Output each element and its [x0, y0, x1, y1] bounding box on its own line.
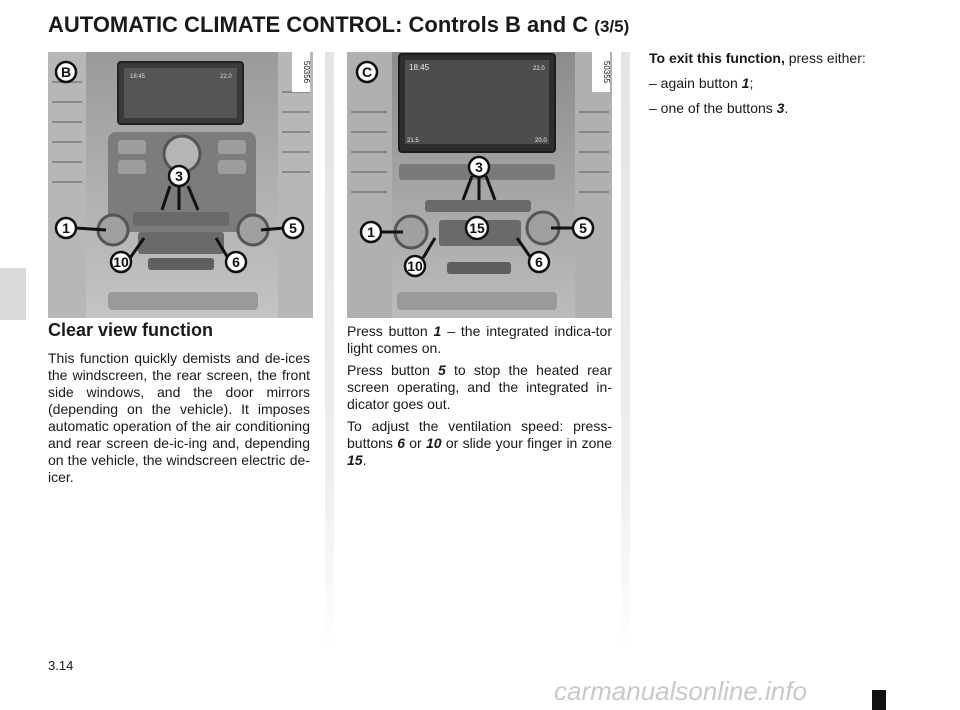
callout-3: 3 — [475, 159, 483, 175]
watermark: carmanualsonline.info — [554, 676, 807, 706]
title-text: AUTOMATIC CLIMATE CONTROL: Controls B an… — [48, 12, 589, 37]
exit-lead-bold: To exit this function, — [649, 50, 785, 66]
ref-box — [292, 52, 310, 92]
screen-temp-left: 21.5 — [407, 138, 419, 144]
callout-5: 5 — [289, 220, 297, 236]
right-vent — [278, 52, 313, 318]
bottom-switches — [397, 292, 557, 310]
left-vent — [48, 52, 86, 318]
callout-10: 10 — [407, 258, 423, 274]
p1-text-b: – the integrated indica-tor light comes … — [347, 323, 612, 356]
mid-paragraph-3: To adjust the ventilation speed: press-b… — [347, 418, 612, 469]
p2-button-ref: 5 — [438, 362, 446, 378]
figure-b-illustration: 18:45 22.0 1 3 5 10 6 B 50356 — [48, 52, 313, 318]
exit-item-1-end: ; — [749, 75, 754, 91]
climate-button-row — [133, 212, 229, 226]
column-divider-2 — [621, 52, 630, 652]
p1-text-a: Press button — [347, 323, 434, 339]
callout-circles — [359, 155, 595, 278]
mid-paragraph-2: Press button 5 to stop the heated rear s… — [347, 362, 612, 413]
climate-button-row — [425, 200, 531, 212]
callout-1: 1 — [62, 220, 70, 236]
p3-text-a: To adjust the ventilation speed: press-b… — [347, 418, 612, 451]
p3-button-ref-10: 10 — [426, 435, 442, 451]
title-part: (3/5) — [594, 17, 630, 36]
panel-buttons — [118, 140, 246, 174]
callout-3: 3 — [175, 168, 183, 184]
clear-view-paragraph: This function quickly demists and de-ice… — [48, 350, 310, 485]
left-vent-slats — [351, 111, 387, 193]
p2-text-b: to stop the heated rear screen operating… — [347, 362, 612, 412]
exit-lead: To exit this function, press either: — [649, 50, 911, 67]
callout-1: 1 — [367, 224, 375, 240]
exit-item-2: – one of the buttons 3. — [649, 100, 911, 117]
ref-box — [592, 52, 610, 92]
p3-zone-ref-15: 15 — [347, 452, 363, 468]
screen-display — [405, 60, 549, 144]
callout-6: 6 — [535, 254, 543, 270]
p1-button-ref: 1 — [433, 323, 442, 339]
exit-item-1-text: – again button — [649, 75, 742, 91]
callout-5: 5 — [579, 220, 587, 236]
screen-time: 18:45 — [130, 74, 146, 80]
column-divider-1 — [325, 52, 334, 652]
exit-item-1: – again button 1; — [649, 75, 911, 92]
exit-item-2-end: . — [784, 100, 789, 116]
exit-item-1-ref: 1 — [741, 75, 750, 91]
figure-letter-circle — [54, 60, 78, 84]
figure-letter: B — [61, 64, 71, 80]
p3-text-b: or — [405, 435, 426, 451]
lower-slot — [447, 262, 511, 274]
screen-display — [124, 68, 237, 118]
p2-text-a: Press button — [347, 362, 439, 378]
screen-time: 18:45 — [409, 63, 430, 72]
exit-lead-rest: press either: — [784, 50, 866, 66]
page-title: AUTOMATIC CLIMATE CONTROL: Controls B an… — [48, 12, 629, 38]
left-vent — [347, 52, 392, 318]
p3-button-ref-6: 6 — [397, 435, 405, 451]
figure-ref: 50356 — [302, 61, 311, 84]
figure-c: 18:45 22.0 21.5 20.0 1 3 15 5 10 6 C 503… — [347, 52, 612, 318]
bottom-switches — [108, 292, 258, 310]
exit-item-2-text: – one of the buttons — [649, 100, 777, 116]
lower-slot — [148, 258, 214, 270]
figure-c-illustration: 18:45 22.0 21.5 20.0 1 3 15 5 10 6 C 503… — [347, 52, 612, 318]
figure-letter: C — [362, 64, 372, 80]
callout-lines — [381, 175, 573, 259]
screen-temp: 22.0 — [220, 74, 232, 80]
p3-text-d: . — [362, 452, 367, 468]
callout-circles — [54, 164, 305, 274]
mid-paragraph-1: Press button 1 – the integrated indica-t… — [347, 323, 612, 357]
right-vent — [575, 52, 612, 318]
callout-6: 6 — [232, 254, 240, 270]
right-vent-slats — [579, 111, 609, 193]
section-heading: Clear view function — [48, 320, 214, 340]
p3-text-c: or slide your finger in zone — [441, 435, 612, 451]
figure-b: 18:45 22.0 1 3 5 10 6 B 50356 — [48, 52, 313, 318]
exit-item-2-ref: 3 — [776, 100, 785, 116]
callout-lines — [75, 185, 285, 259]
corner-mark — [872, 690, 886, 710]
page-number: 3.14 — [48, 658, 74, 673]
fan-buttons — [138, 232, 224, 254]
screen-temp: 22.0 — [533, 66, 545, 72]
callout-10: 10 — [113, 254, 129, 270]
section-tab — [0, 268, 26, 320]
callout-15: 15 — [469, 220, 485, 236]
figure-ref: 50355 — [602, 61, 611, 84]
figure-letter-circle — [355, 60, 379, 84]
left-vent-slats — [52, 81, 82, 183]
screen-temp-right: 20.0 — [535, 138, 547, 144]
exit-instructions: To exit this function, press either: – a… — [649, 50, 911, 125]
